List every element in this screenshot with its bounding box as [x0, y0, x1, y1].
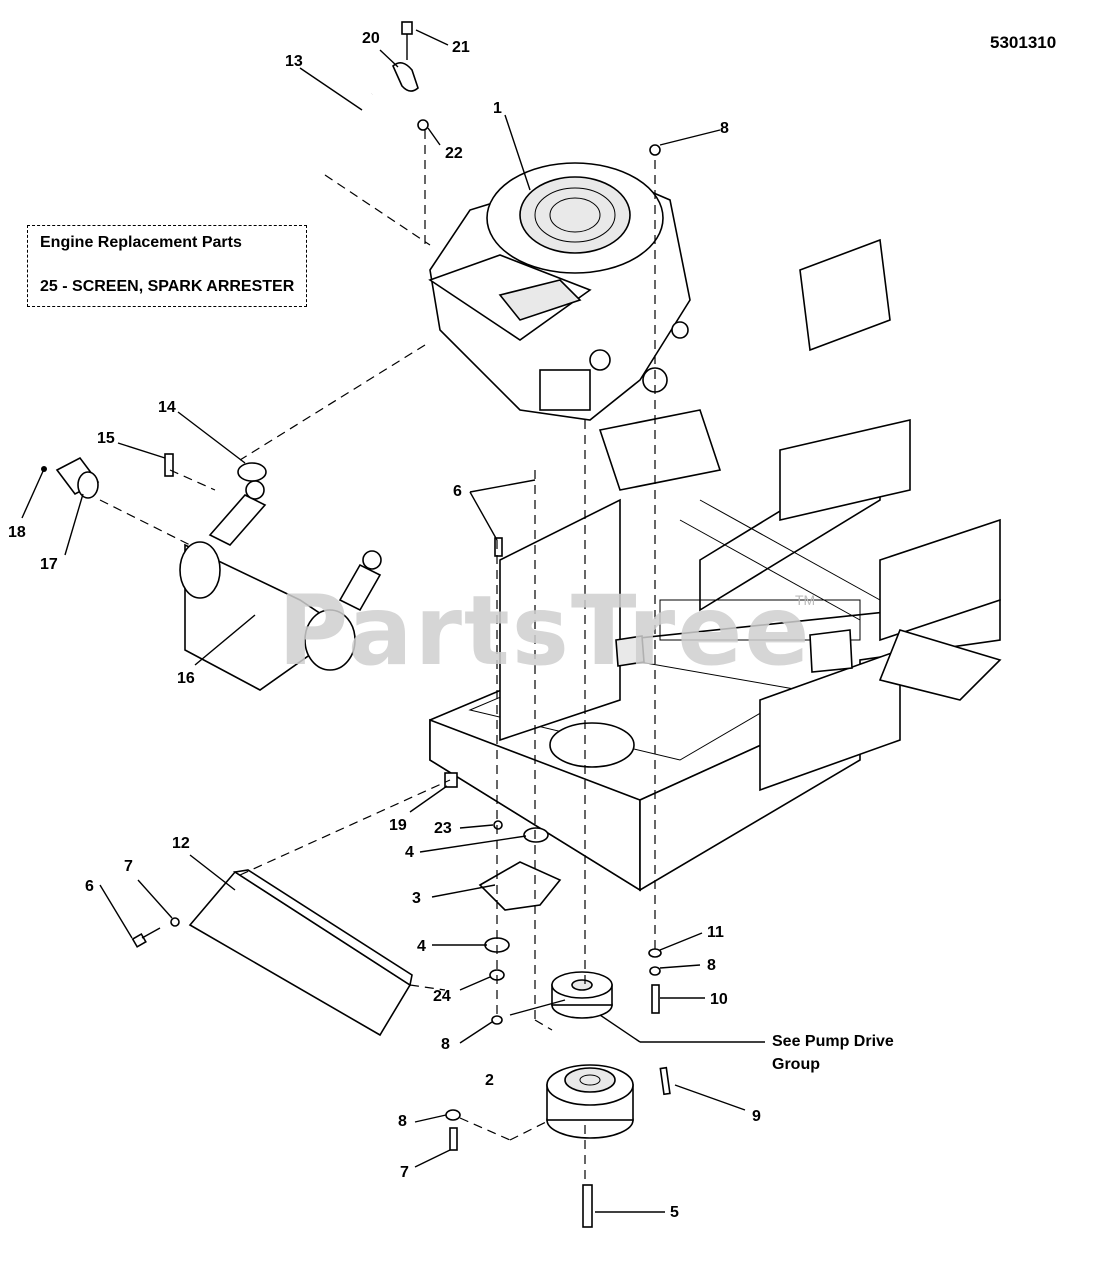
part-21-screw: [401, 21, 413, 60]
callout-15[interactable]: 15: [97, 430, 115, 447]
document-number: 5301310: [990, 33, 1057, 52]
legend-title: Engine Replacement Parts: [40, 234, 242, 251]
legend-item: 25 - SCREEN, SPARK ARRESTER: [40, 278, 295, 295]
part-11-washer: [648, 948, 662, 958]
callout-23[interactable]: 23: [434, 820, 452, 837]
callout-8-clutch[interactable]: 8: [398, 1113, 407, 1130]
callout-19[interactable]: 19: [389, 817, 407, 834]
part-14-gasket: [237, 462, 267, 482]
part-9-key: [659, 1066, 671, 1096]
callout-2[interactable]: 2: [485, 1072, 494, 1089]
callout-7-left[interactable]: 7: [124, 858, 133, 875]
note-line-2: Group: [772, 1056, 820, 1073]
partstree-watermark: PartsTree: [278, 575, 812, 687]
callout-11[interactable]: 11: [707, 924, 724, 941]
callout-13[interactable]: 13: [285, 53, 303, 70]
callout-9[interactable]: 9: [752, 1108, 761, 1125]
callout-3[interactable]: 3: [412, 890, 421, 907]
part-22-nut: [417, 119, 429, 131]
part-7-washer-left: [170, 917, 180, 927]
part-20-clamp: [392, 62, 419, 92]
part-17-spark-arrester-tip: [55, 456, 100, 499]
callout-10[interactable]: 10: [710, 991, 728, 1008]
callout-21[interactable]: 21: [452, 39, 470, 56]
callout-20[interactable]: 20: [362, 30, 380, 47]
part-13-fuel-line: [295, 91, 374, 182]
callout-12[interactable]: 12: [172, 835, 190, 852]
part-6-screw-left: [131, 927, 161, 948]
callout-6-left[interactable]: 6: [85, 878, 94, 895]
note-line-1: See Pump Drive: [772, 1033, 894, 1050]
part-10-bolt: [651, 984, 660, 1014]
callout-5[interactable]: 5: [670, 1204, 679, 1221]
part-8-nut-right: [649, 966, 661, 976]
assembly-centerlines: [99, 130, 656, 1185]
callout-22[interactable]: 22: [445, 145, 463, 162]
part-2-pto-clutch: [546, 1064, 634, 1139]
part-8-nut-center: [491, 1015, 503, 1025]
part-6-screw-center: [494, 537, 503, 557]
callout-24[interactable]: 24: [433, 988, 451, 1005]
part-4-spacer-top: [523, 827, 549, 843]
engine-replacement-parts-legend: Engine Replacement Parts 25 - SCREEN, SP…: [27, 225, 307, 307]
callout-8-center[interactable]: 8: [441, 1036, 450, 1053]
chassis-frame: [429, 238, 1002, 892]
callout-4-top[interactable]: 4: [405, 844, 414, 861]
part-8-nut-top: [649, 144, 661, 156]
engine: [428, 162, 691, 421]
callout-6-center[interactable]: 6: [453, 483, 462, 500]
callout-7-clutch[interactable]: 7: [400, 1164, 409, 1181]
part-3-bracket: [478, 861, 562, 911]
trademark-symbol: TM: [795, 592, 816, 608]
part-5-bolt: [582, 1184, 593, 1228]
callout-4-bottom[interactable]: 4: [417, 938, 426, 955]
callout-leaders: [21, 29, 765, 1213]
callout-17[interactable]: 17: [40, 556, 58, 573]
part-19-nut: [444, 772, 458, 788]
pump-drive-pulley: [551, 971, 613, 1019]
callout-1[interactable]: 1: [493, 100, 502, 117]
callout-14[interactable]: 14: [158, 399, 176, 416]
part-23-washer: [493, 820, 503, 830]
part-8-washer-clutch: [445, 1109, 461, 1121]
part-7-bolt-clutch: [449, 1127, 458, 1151]
part-12-heat-shield: [188, 869, 413, 1037]
callout-8-right[interactable]: 8: [707, 957, 716, 974]
part-16-muffler: [179, 480, 382, 691]
callout-8-top[interactable]: 8: [720, 120, 729, 137]
callout-18[interactable]: 18: [8, 524, 26, 541]
see-pump-drive-note: See Pump Drive Group: [772, 1030, 894, 1076]
part-15-bolt: [164, 453, 174, 477]
callout-16[interactable]: 16: [177, 670, 195, 687]
